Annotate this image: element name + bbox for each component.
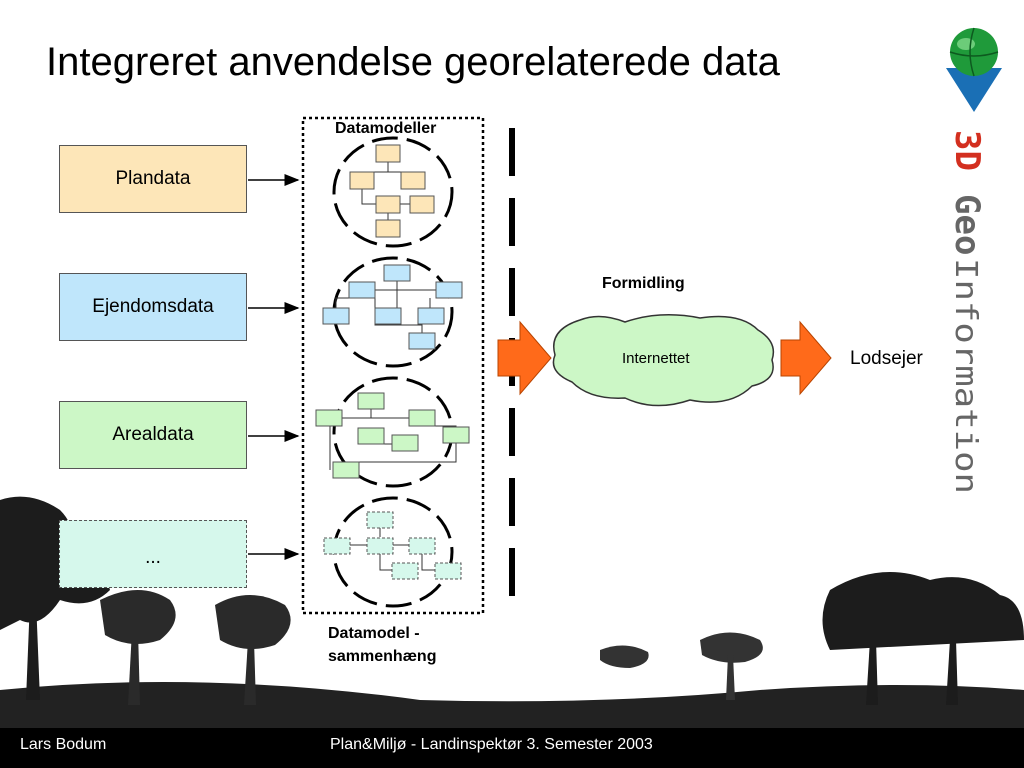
- source-box-arealdata: Arealdata: [59, 401, 247, 469]
- source-label: Plandata: [115, 168, 191, 189]
- internet-cloud: [552, 314, 775, 407]
- source-box-ejendomsdata: Ejendomsdata: [59, 273, 247, 341]
- source-label: ...: [145, 547, 161, 568]
- logo-text-geo: Geo: [947, 194, 987, 255]
- source-box-plandata: Plandata: [59, 145, 247, 213]
- source-label: Ejendomsdata: [92, 296, 214, 317]
- footer-bar: [0, 728, 1024, 768]
- datamodeller-label: Datamodeller: [335, 120, 437, 137]
- datamodel-arealdata: [315, 376, 470, 488]
- cloud-label: Internettet: [622, 350, 690, 367]
- footer-author: Lars Bodum: [20, 736, 107, 753]
- recipient-label: Lodsejer: [850, 348, 923, 369]
- datamodel-label-line2: sammenhæng: [328, 648, 437, 665]
- orange-arrow-left: [497, 320, 552, 396]
- orange-arrow-right: [780, 320, 832, 396]
- slide-title: Integreret anvendelse georelaterede data: [46, 40, 780, 84]
- source-label: Arealdata: [112, 424, 194, 445]
- logo-text-information: Information: [948, 258, 983, 494]
- datamodel-plandata: [332, 136, 454, 248]
- source-box-more: ...: [59, 520, 247, 588]
- logo-text-3d: 3D: [947, 130, 987, 171]
- datamodel-more: [323, 496, 462, 608]
- footer-course: Plan&Miljø - Landinspektør 3. Semester 2…: [330, 736, 653, 753]
- vertical-logo-text: 3D Geo Information: [947, 130, 987, 494]
- formidling-label: Formidling: [602, 275, 685, 292]
- datamodel-ejendomsdata: [322, 256, 463, 368]
- datamodel-label-line1: Datamodel -: [328, 625, 420, 642]
